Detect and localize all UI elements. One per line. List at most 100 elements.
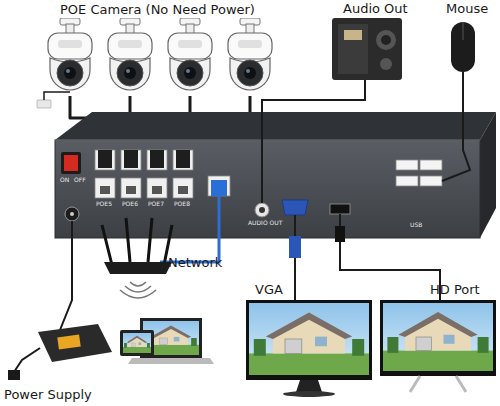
vga-port (282, 200, 308, 215)
nvr-recorder (55, 140, 480, 141)
speaker (344, 30, 362, 40)
poe-port (173, 150, 193, 170)
poe-camera (228, 18, 272, 90)
mouse (463, 22, 464, 40)
vga-monitor (249, 303, 369, 375)
vga-monitor (246, 300, 372, 397)
device-label: Mouse (446, 2, 488, 16)
device-label: Power Supply (4, 388, 92, 402)
poe-port (95, 150, 193, 198)
hdmi-plug (335, 226, 345, 242)
audio-jack (255, 203, 269, 217)
router (104, 262, 172, 274)
poe-port (147, 178, 167, 198)
speaker (332, 18, 402, 80)
dc-jack (70, 212, 74, 216)
port-socket (100, 186, 188, 194)
power-switch (61, 152, 81, 174)
hdmi-cable (340, 214, 440, 300)
router (148, 218, 152, 262)
poe-port (173, 178, 193, 198)
router (126, 218, 130, 262)
plugged-connector (98, 150, 112, 168)
speaker (376, 30, 396, 50)
wifi-signal (125, 286, 151, 292)
poe-port (121, 150, 141, 170)
nvr-recorder (55, 112, 496, 140)
lan-port (208, 176, 230, 196)
cable-plug (37, 100, 51, 108)
cable-plug (37, 100, 51, 108)
port-label: POE6 (122, 201, 138, 208)
usb-port (396, 176, 418, 186)
router (102, 218, 172, 274)
vga-monitor (283, 391, 335, 397)
mouse-cable (442, 72, 470, 181)
nvr-recorder (55, 140, 480, 238)
hdmi-port (330, 204, 350, 214)
dc-jack (65, 207, 79, 221)
nvr-recorder (480, 112, 496, 238)
poe-port (121, 178, 141, 198)
port-socket (152, 186, 162, 194)
port-label: POE7 (148, 201, 164, 208)
hd-monitor (380, 300, 496, 392)
power-adapter (57, 335, 80, 350)
speaker (380, 58, 392, 70)
heading-label: POE Camera (No Need Power) (60, 3, 255, 17)
power-adapter (8, 324, 112, 380)
usb-port (420, 176, 442, 186)
speaker (338, 24, 368, 74)
port-label: POE8 (174, 201, 190, 208)
hd-monitor (410, 376, 466, 392)
lan-port (208, 176, 230, 196)
poe-port (147, 150, 167, 170)
wifi-signal (130, 282, 146, 286)
speaker (381, 35, 391, 45)
dc-jack (65, 207, 79, 221)
poe-port (95, 150, 115, 170)
poe-camera (108, 18, 152, 90)
port-label: POE5 (96, 201, 112, 208)
switch-label: OFF (74, 177, 86, 184)
switch-label: ON (60, 177, 69, 184)
power-adapter (38, 324, 112, 362)
mouse (451, 22, 475, 72)
audio-jack (255, 203, 269, 217)
hd-monitor (383, 303, 493, 371)
client-devices (120, 318, 214, 364)
vga-monitor (249, 303, 369, 375)
mouse (451, 22, 475, 72)
port-socket (126, 186, 136, 194)
connection-label: Network (168, 256, 222, 270)
nvr-recorder (55, 112, 496, 238)
connection-label: VGA (255, 283, 283, 297)
poe-camera (168, 18, 212, 90)
power-cable (60, 221, 72, 330)
vga-plug (289, 236, 301, 258)
power-switch (61, 152, 81, 174)
poe-camera (48, 18, 272, 90)
poe-camera (48, 18, 92, 90)
plugged-connector (98, 150, 190, 168)
audio-jack (259, 207, 265, 213)
power-adapter (14, 348, 40, 372)
usb-port (420, 160, 442, 170)
poe-port (95, 178, 115, 198)
port-socket (178, 186, 188, 194)
lan-port (211, 180, 227, 196)
client-devices (123, 333, 151, 353)
port-socket (100, 186, 110, 194)
camera-cable-detail (44, 92, 70, 100)
network-cable (160, 196, 219, 262)
usb-port (396, 160, 418, 170)
plugged-connector (150, 150, 164, 168)
audio-cable (262, 80, 365, 203)
hd-monitor (380, 300, 496, 376)
speaker (332, 18, 402, 80)
port-label: AUDIO OUT (248, 220, 282, 227)
hdmi-port (330, 204, 350, 214)
router (102, 225, 112, 265)
power-adapter (8, 370, 20, 380)
